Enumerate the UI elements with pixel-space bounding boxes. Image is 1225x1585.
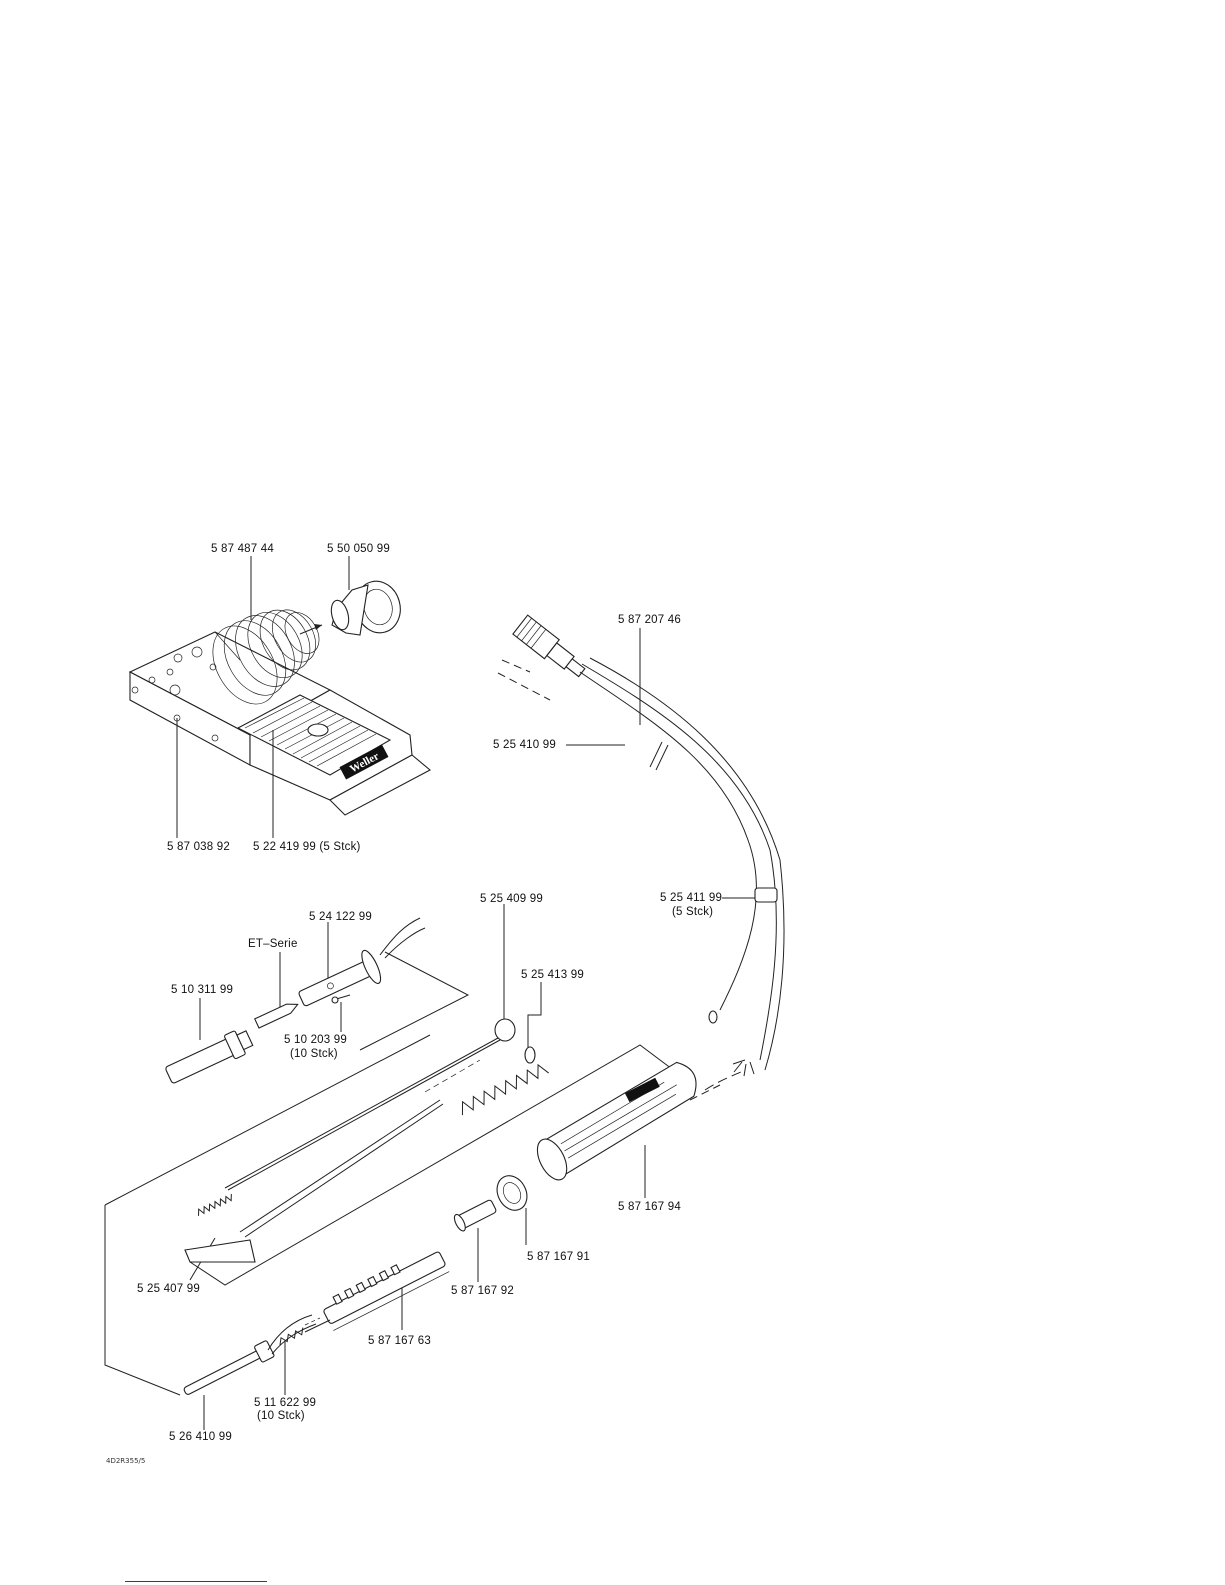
tip-group — [163, 918, 468, 1087]
label-nut: 5 87 167 91 — [527, 1251, 590, 1264]
label-small-spring-qty: (10 Stck) — [257, 1410, 305, 1423]
label-screw: 5 10 203 99 — [284, 1034, 347, 1047]
label-screw-qty: (10 Stck) — [290, 1048, 338, 1061]
label-rod: 5 25 407 99 — [137, 1283, 200, 1296]
drawing-reference: 4D2R355/5 — [106, 1457, 145, 1465]
label-spring: 5 25 413 99 — [521, 969, 584, 982]
label-heater-unit: 5 24 122 99 — [309, 911, 372, 924]
label-cable-clip: 5 25 411 99 — [660, 892, 722, 905]
label-cleaning-brush: 5 25 409 99 — [480, 893, 543, 906]
label-bushing: 5 87 167 92 — [451, 1285, 514, 1298]
label-handle: 5 87 167 94 — [618, 1201, 681, 1214]
soldering-stand: Weller — [130, 576, 430, 815]
label-cable: 5 25 410 99 — [493, 739, 556, 752]
label-connector-cable: 5 87 207 46 — [618, 614, 681, 627]
heating-element — [181, 1315, 320, 1400]
funnel-sleeve — [328, 576, 406, 638]
label-cable-clip-qty: (5 Stck) — [672, 906, 713, 919]
footer-link-underline[interactable] — [125, 1581, 267, 1582]
label-stand-screw: 5 87 038 92 — [167, 841, 230, 854]
label-sponge: 5 22 419 99 (5 Stck) — [253, 841, 361, 854]
label-element: 5 26 410 99 — [169, 1431, 232, 1444]
label-small-spring: 5 11 622 99 — [254, 1397, 316, 1410]
connector-cable — [498, 615, 784, 1090]
label-sleeve: 5 50 050 99 — [327, 543, 390, 556]
label-tip-holder: 5 10 311 99 — [171, 984, 233, 997]
label-contact-strip: 5 87 167 63 — [368, 1335, 431, 1348]
spring-part — [425, 1047, 549, 1115]
label-et-serie: ET–Serie — [248, 938, 298, 951]
label-coil: 5 87 487 44 — [211, 543, 274, 556]
contact-strip — [305, 1245, 449, 1332]
